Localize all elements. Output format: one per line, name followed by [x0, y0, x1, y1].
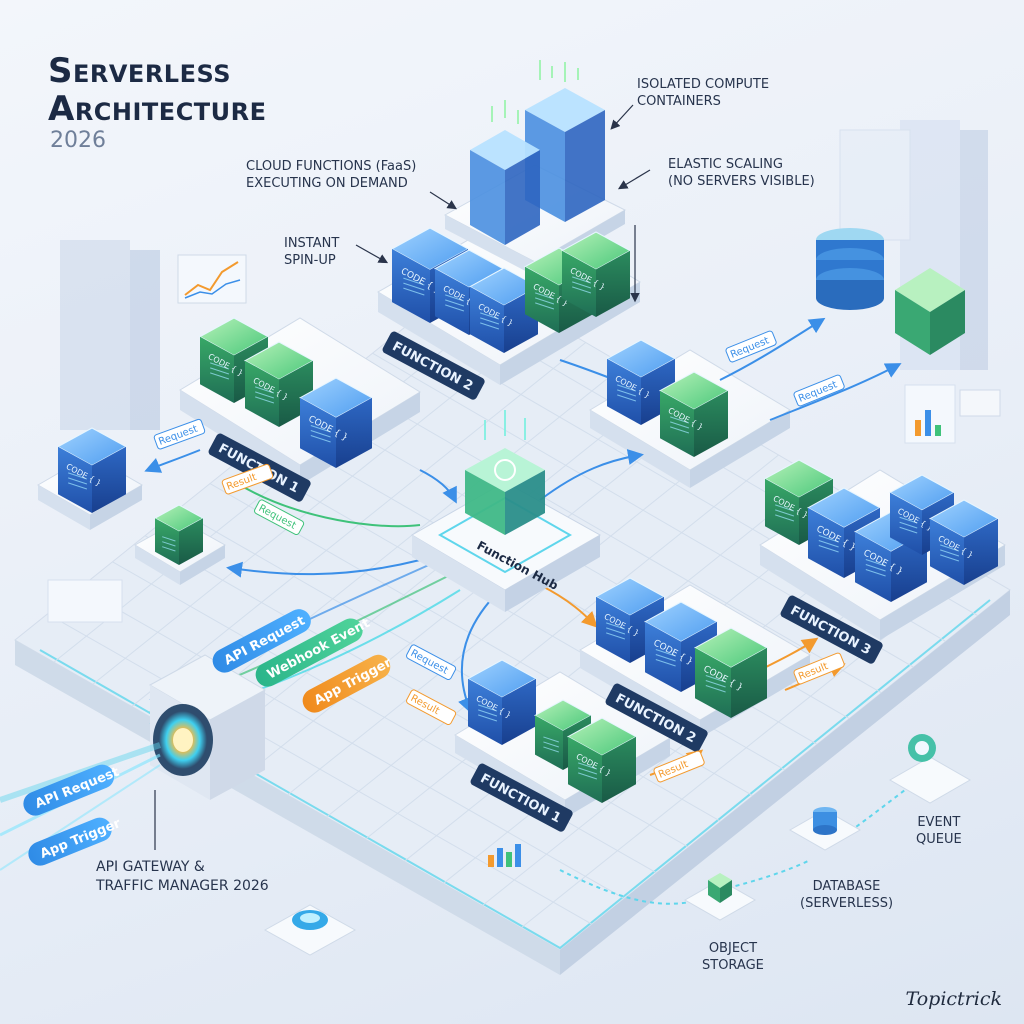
callout-event-queue: EVENT QUEUE	[916, 815, 962, 847]
background-towers	[60, 120, 988, 430]
storage-services	[263, 228, 1001, 956]
code-container: CODE { }	[566, 717, 638, 803]
flow-tag-request: Request	[793, 374, 845, 407]
grid-line	[339, 378, 882, 694]
decorative-charts	[47, 254, 956, 867]
flow-tag-request: Request	[725, 330, 777, 363]
brand-logo-text: Topictrick	[905, 988, 1002, 1010]
title-line-1: Serverless	[48, 51, 231, 91]
code-container: CODE { }	[298, 377, 374, 468]
code-container: CODE { }	[693, 627, 769, 718]
grid-line	[326, 454, 779, 818]
api-gateway	[0, 654, 267, 871]
code-container: CODE { }	[658, 371, 730, 457]
isolated-compute-containers	[470, 60, 605, 245]
page-title: Serverless Architecture	[48, 52, 267, 128]
compute-containers: CODE { }CODE { }CODE { }CODE { }CODE { }…	[56, 227, 1000, 803]
callout-api-gateway: API GATEWAY & TRAFFIC MANAGER 2026	[96, 859, 269, 894]
title-year: 2026	[50, 128, 106, 153]
callout-cloud-functions: CLOUD FUNCTIONS (FaaS) EXECUTING ON DEMA…	[246, 159, 417, 191]
code-container: CODE { }	[928, 499, 1000, 585]
code-container	[153, 504, 205, 565]
code-container: CODE { }	[605, 339, 677, 425]
callout-isolated-compute: ISOLATED COMPUTE CONTAINERS	[637, 77, 770, 109]
callout-object-storage: OBJECT STORAGE	[702, 941, 764, 973]
code-container: CODE { }	[560, 231, 632, 317]
callout-database: DATABASE (SERVERLESS)	[800, 879, 894, 911]
callout-instant-spinup: INSTANT SPIN-UP	[284, 236, 340, 268]
code-container: CODE { }	[806, 487, 882, 578]
title-line-2: Architecture	[48, 89, 267, 129]
flow-tag-request: Request	[153, 418, 206, 450]
callout-leaders	[154, 104, 651, 850]
code-container: CODE { }	[56, 427, 128, 513]
callout-elastic-scaling: ELASTIC SCALING (NO SERVERS VISIBLE)	[668, 157, 815, 189]
grid-line	[287, 432, 741, 796]
flow-tags: RequestResultRequestRequestRequestReques…	[153, 330, 845, 783]
code-container: CODE { }	[466, 659, 538, 745]
function-hub: Function Hub	[411, 410, 602, 612]
code-container: CODE { }	[243, 341, 315, 427]
